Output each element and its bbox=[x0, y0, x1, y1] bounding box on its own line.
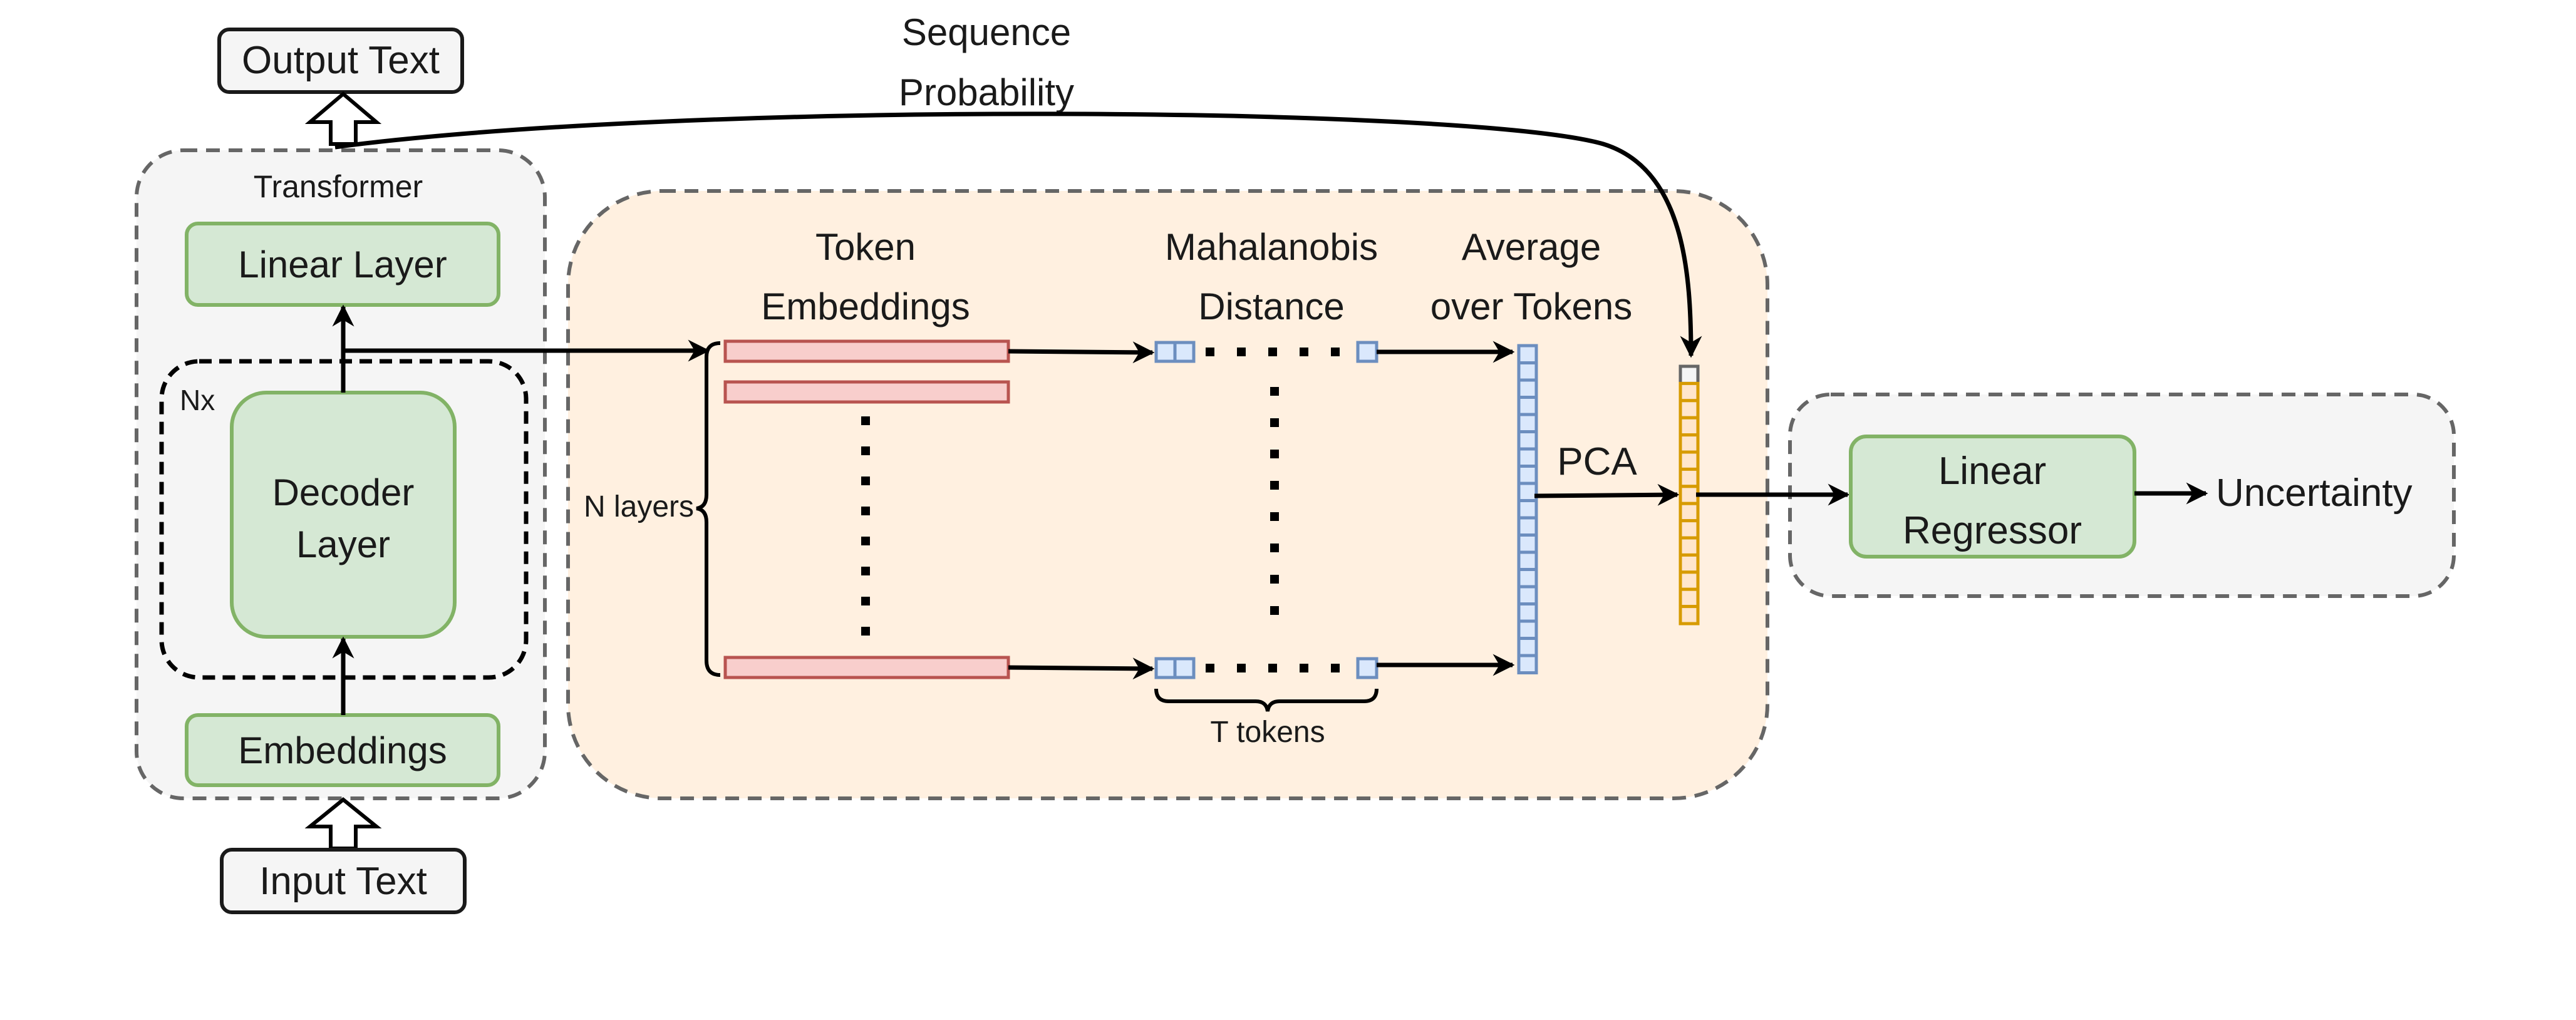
sequence-probability-label-line2: Probability bbox=[899, 71, 1074, 113]
distance-cell-top-t bbox=[1356, 341, 1379, 363]
pca-column-cell bbox=[1679, 536, 1700, 557]
embedding-to-distance-arrow-top bbox=[1008, 341, 1155, 364]
pca-feature-column bbox=[1679, 364, 1700, 626]
pca-column-cell bbox=[1679, 416, 1700, 437]
output-text-box bbox=[217, 28, 464, 94]
decoder-layer-label-line2: Layer bbox=[296, 523, 390, 565]
pca-column-cell bbox=[1679, 605, 1700, 626]
mahalanobis-label-line2: Distance bbox=[1198, 286, 1344, 327]
average-column-cell bbox=[1517, 602, 1538, 623]
average-column-cell bbox=[1517, 344, 1538, 364]
average-column-cell bbox=[1517, 378, 1538, 399]
average-column-cell bbox=[1517, 361, 1538, 382]
pca-arrow bbox=[1534, 483, 1680, 506]
input-text-box bbox=[220, 848, 467, 914]
linear-regressor-box bbox=[1849, 435, 2136, 559]
input-hollow-arrow-icon bbox=[304, 797, 382, 850]
average-column-cell bbox=[1517, 585, 1538, 605]
n-layers-brace bbox=[696, 341, 721, 677]
average-column-cell bbox=[1517, 533, 1538, 554]
mahalanobis-label-line1: Mahalanobis bbox=[1165, 226, 1378, 268]
pca-column-cell bbox=[1679, 364, 1700, 385]
token-embedding-bar-n bbox=[723, 656, 1010, 679]
average-column-cell bbox=[1517, 516, 1538, 537]
average-column-cell bbox=[1517, 396, 1538, 416]
uncertainty-label: Uncertainty bbox=[2216, 471, 2413, 515]
token-embedding-bar-2 bbox=[723, 380, 1010, 404]
average-column-cell bbox=[1517, 499, 1538, 520]
pca-column-cell bbox=[1679, 570, 1700, 591]
pca-column-cell bbox=[1679, 519, 1700, 540]
pca-column-cell bbox=[1679, 381, 1700, 403]
t-tokens-label: T tokens bbox=[1210, 716, 1325, 749]
average-column-cell bbox=[1517, 482, 1538, 502]
average-column-cell bbox=[1517, 550, 1538, 571]
average-column-cell bbox=[1517, 637, 1538, 657]
linear-regressor-label-line1: Linear bbox=[1938, 450, 2046, 493]
pca-column-cell bbox=[1679, 467, 1700, 488]
output-hollow-arrow-icon bbox=[304, 91, 382, 146]
token-embedding-bar-1 bbox=[723, 339, 1010, 363]
decoder-layer-box bbox=[230, 391, 457, 639]
average-column-cell bbox=[1517, 654, 1538, 674]
pca-column-cell bbox=[1679, 502, 1700, 523]
linear-layer-label: Linear Layer bbox=[238, 244, 447, 286]
t-tokens-brace bbox=[1154, 688, 1379, 712]
distance-cell-bottom-2 bbox=[1173, 657, 1196, 679]
average-column-cell bbox=[1517, 568, 1538, 589]
n-layers-label: N layers bbox=[584, 490, 694, 523]
pca-column-cell bbox=[1679, 553, 1700, 574]
average-column-cell bbox=[1517, 447, 1538, 468]
transformer-label: Transformer bbox=[254, 169, 423, 204]
pca-column-cell bbox=[1679, 399, 1700, 420]
output-text-label: Output Text bbox=[242, 39, 440, 82]
token-embeddings-label-line2: Embeddings bbox=[761, 286, 970, 327]
sequence-probability-arrow bbox=[334, 111, 1702, 358]
linear-regressor-label-line2: Regressor bbox=[1903, 509, 2082, 552]
input-text-label: Input Text bbox=[259, 860, 427, 903]
pca-column-cell bbox=[1679, 450, 1700, 471]
average-column-cell bbox=[1517, 430, 1538, 451]
average-label-line2: over Tokens bbox=[1430, 286, 1632, 327]
average-feature-column bbox=[1517, 344, 1538, 674]
pca-column-cell bbox=[1679, 587, 1700, 609]
token-embeddings-label-line1: Token bbox=[815, 226, 916, 268]
sequence-probability-label-line1: Sequence bbox=[902, 11, 1071, 53]
average-column-cell bbox=[1517, 619, 1538, 640]
distance-cell-bottom-1 bbox=[1154, 657, 1177, 679]
average-label-line1: Average bbox=[1462, 226, 1601, 268]
embedding-to-distance-arrow-bottom bbox=[1008, 657, 1155, 680]
distance-cell-top-1 bbox=[1154, 341, 1177, 363]
embeddings-label: Embeddings bbox=[238, 729, 447, 771]
distance-cell-bottom-t bbox=[1356, 657, 1379, 679]
pca-label: PCA bbox=[1557, 440, 1637, 483]
average-column-cell bbox=[1517, 413, 1538, 433]
pca-column-cell bbox=[1679, 433, 1700, 454]
pca-column-cell bbox=[1679, 485, 1700, 505]
decoder-layer-label-line1: Decoder bbox=[272, 471, 415, 513]
average-column-cell bbox=[1517, 465, 1538, 485]
nx-label: Nx bbox=[180, 384, 215, 416]
distance-cell-top-2 bbox=[1173, 341, 1196, 363]
